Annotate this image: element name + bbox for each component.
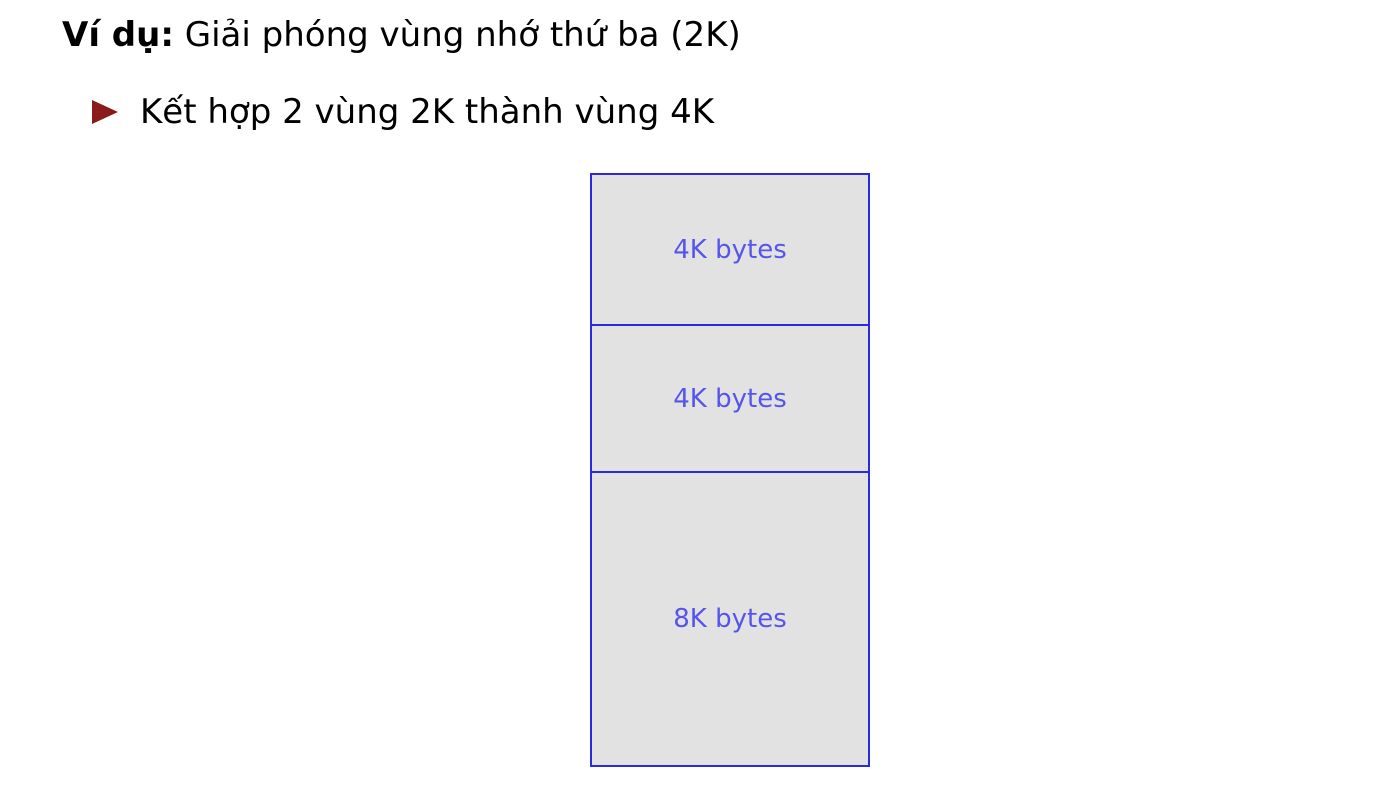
bullet-item: Kết hợp 2 vùng 2K thành vùng 4K (92, 95, 714, 129)
memory-block-1: 4K bytes (592, 175, 868, 324)
memory-stack: 4K bytes 4K bytes 8K bytes (590, 173, 870, 767)
memory-block-3-label: 8K bytes (673, 604, 787, 634)
example-heading: Ví dụ: Giải phóng vùng nhớ thứ ba (2K) (62, 18, 741, 52)
bullet-text: Kết hợp 2 vùng 2K thành vùng 4K (140, 92, 715, 132)
memory-block-1-label: 4K bytes (673, 234, 787, 265)
memory-block-2: 4K bytes (592, 324, 868, 471)
memory-block-3: 8K bytes (592, 471, 868, 765)
memory-block-2-label: 4K bytes (673, 383, 787, 414)
example-label: Ví dụ: (62, 15, 174, 55)
triangle-bullet-icon (92, 100, 118, 124)
example-text: Giải phóng vùng nhớ thứ ba (2K) (184, 15, 741, 55)
